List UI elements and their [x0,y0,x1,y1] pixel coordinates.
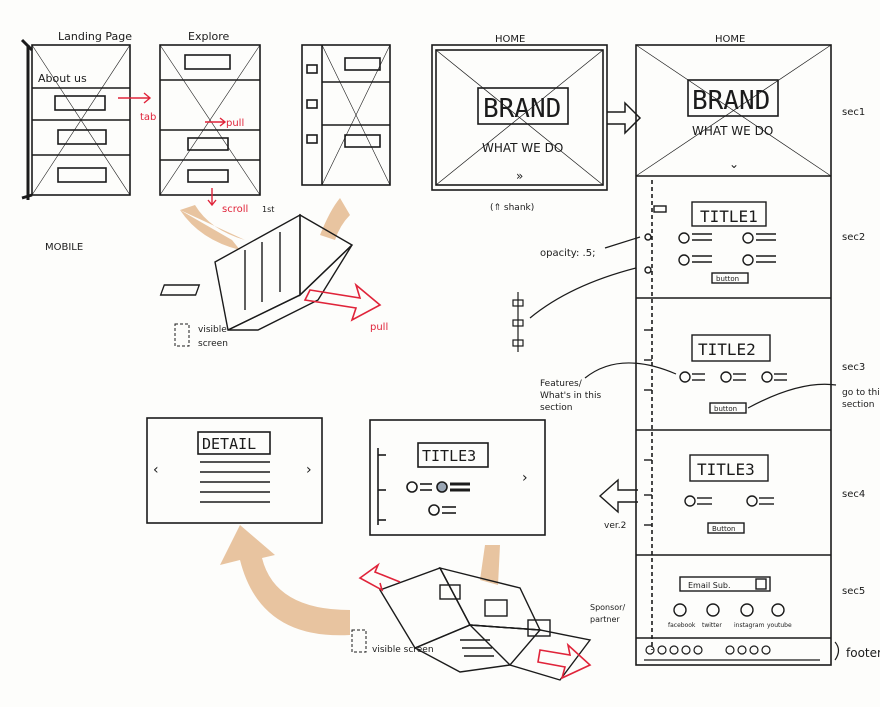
social-instagram: instagram [734,622,765,629]
mobile-landing-heading: About us [38,72,87,85]
mobile-landing-screen [22,40,130,200]
goto-note-2: section [842,400,874,410]
sponsor-note-1: Sponsor/ [590,603,625,612]
tab-note: tab [140,112,156,123]
visible-screen-note: visible screen [372,645,434,655]
goto-note-1: go to this [842,388,880,398]
sec3-button: button [714,405,737,413]
tab-arrow [118,93,225,205]
mobile-landing-title: Landing Page [58,30,132,43]
features-note-1: Features/ [540,379,583,389]
desktop-fold-red-left [360,565,400,590]
mobile-sidebar-screen [302,45,390,185]
ver2-arrow [600,480,638,512]
features-note-2: What's in this [540,391,601,401]
sec1-label: sec1 [842,107,865,118]
sec2-button: button [716,275,739,283]
ver2-note: ver.2 [604,521,626,531]
footer-sponsors [644,642,839,660]
goto-arrow [748,384,836,408]
home-v1-tagline: WHAT WE DO [482,141,563,155]
sec4-title: TITLE3 [697,460,755,479]
visible-screen-legend [175,324,189,346]
vertical-nav-indicator [513,268,636,352]
desktop-fold-diagram [380,568,590,680]
social-twitter: twitter [702,622,722,629]
home-v1-chevron: » [516,169,523,183]
home-v2-tagline: WHAT WE DO [692,124,773,138]
social-youtube: youtube [767,622,792,629]
title3-heading: TITLE3 [422,447,476,465]
features-arrow [585,363,676,378]
pull-note: pull [226,118,244,129]
fold-pull-arrow [305,285,380,320]
visible-screen-legend-2 [352,630,366,652]
title3-next[interactable]: › [522,470,528,486]
detail-title: DETAIL [202,435,256,453]
title3-frame [370,420,545,535]
fold-pull-note: pull [370,322,388,333]
scroll-note: scroll [222,204,248,215]
sec3-title: TITLE2 [698,340,756,359]
mobile-explore-screen [160,45,260,195]
home-v1-note: (⇑ shank) [490,203,534,213]
home-v2-title: HOME [715,34,745,45]
social-facebook: facebook [668,622,696,629]
sec2-label: sec2 [842,232,865,243]
detail-frame [147,418,322,523]
opacity-arrow [605,237,640,248]
home-v1-title: HOME [495,34,525,45]
tan-arrow-big [220,525,350,635]
sponsor-note-2: partner [590,615,620,624]
tan-arrow-right [320,198,350,240]
sec3-label: sec3 [842,362,865,373]
mobile-section-label: MOBILE [45,242,83,253]
sec2-title: TITLE1 [700,207,758,226]
home-transition-arrow [607,103,640,133]
sec5-email: Email Sub. [688,581,731,590]
visible-legend-line2: screen [198,339,228,349]
visible-legend-line1: visible [198,325,227,335]
sec4-button: Button [712,525,735,533]
sec5-label: sec5 [842,586,865,597]
home-v1-brand: BRAND [483,94,561,124]
home-v2-brand: BRAND [692,86,770,116]
opacity-note: opacity: .5; [540,248,595,259]
detail-prev[interactable]: ‹ [153,462,159,478]
features-note-3: section [540,403,572,413]
sec4-label: sec4 [842,489,865,500]
footer-label: footer [846,646,880,660]
fold-label: 1st [262,205,274,214]
home-v2-chevron: ⌄ [729,157,739,171]
detail-next[interactable]: › [306,462,312,478]
mobile-explore-title: Explore [188,30,230,43]
